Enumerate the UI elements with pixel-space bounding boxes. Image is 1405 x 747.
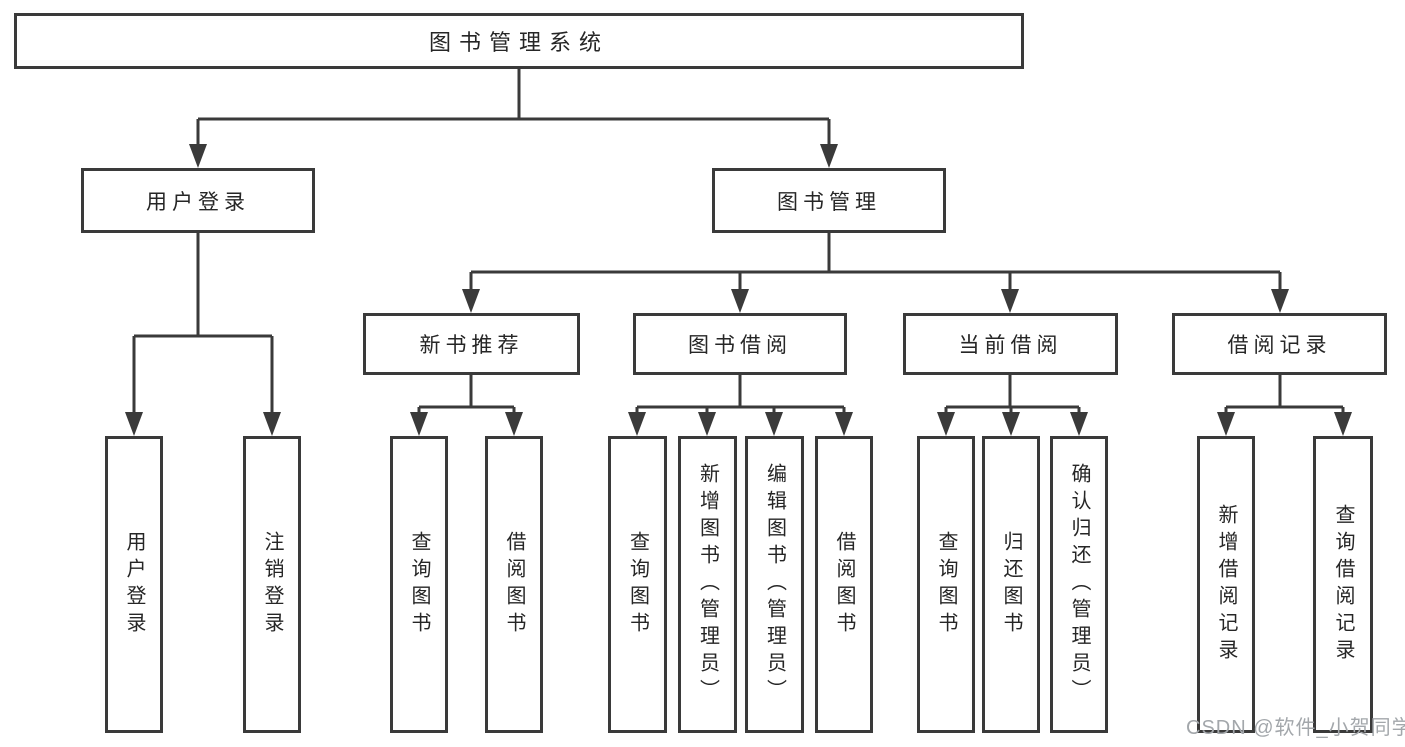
node-new-book-recommend: 新书推荐 (363, 313, 580, 375)
leaf-logout: 注销登录 (243, 436, 301, 733)
arrowhead (1334, 412, 1352, 436)
leaf-new-book-query-label: 查询图书 (408, 530, 430, 639)
node-book-borrow: 图书借阅 (633, 313, 847, 375)
leaf-new-book-borrow-label: 借阅图书 (503, 530, 525, 639)
leaf-confirm-return-admin-label: 确认归还（管理员） (1068, 463, 1090, 706)
node-current-borrow: 当前借阅 (903, 313, 1118, 375)
node-book-management-label: 图书管理 (777, 190, 881, 214)
leaf-edit-book-admin-label: 编辑图书（管理员） (763, 463, 786, 706)
leaf-return-book: 归还图书 (982, 436, 1040, 733)
arrowhead (462, 289, 480, 313)
node-book-management: 图书管理 (712, 168, 946, 233)
arrowhead (263, 412, 281, 436)
connector-user-login-children (125, 233, 281, 436)
node-book-borrow-label: 图书借阅 (688, 334, 792, 357)
leaf-borrow-query-book: 查询图书 (608, 436, 667, 733)
leaf-confirm-return-admin: 确认归还（管理员） (1050, 436, 1108, 733)
leaf-add-book-admin-label: 新增图书（管理员） (696, 463, 719, 706)
leaf-return-book-label: 归还图书 (1000, 530, 1022, 639)
leaf-new-book-query: 查询图书 (390, 436, 448, 733)
arrowhead (937, 412, 955, 436)
node-user-login-label: 用户登录 (146, 190, 250, 214)
leaf-current-query-book-label: 查询图书 (935, 530, 957, 639)
arrowhead (125, 412, 143, 436)
node-new-book-recommend-label: 新书推荐 (419, 334, 524, 357)
node-user-login: 用户登录 (81, 168, 315, 233)
leaf-borrow-book: 借阅图书 (815, 436, 873, 733)
leaf-add-borrow-record: 新增借阅记录 (1197, 436, 1255, 733)
arrowhead (1070, 412, 1088, 436)
leaf-edit-book-admin: 编辑图书（管理员） (745, 436, 804, 733)
leaf-add-book-admin: 新增图书（管理员） (678, 436, 737, 733)
leaf-query-borrow-record: 查询借阅记录 (1313, 436, 1373, 733)
leaf-query-borrow-record-label: 查询借阅记录 (1332, 503, 1354, 666)
leaf-add-borrow-record-label: 新增借阅记录 (1215, 503, 1237, 666)
connector-new-book-children (410, 375, 523, 436)
node-borrow-record: 借阅记录 (1172, 313, 1387, 375)
arrowhead (820, 144, 838, 168)
arrowhead (835, 412, 853, 436)
arrowhead (505, 412, 523, 436)
root-node-library-system: 图书管理系统 (14, 13, 1024, 69)
leaf-user-login-label: 用户登录 (123, 530, 145, 639)
arrowhead (1001, 289, 1019, 313)
leaf-user-login: 用户登录 (105, 436, 163, 733)
node-current-borrow-label: 当前借阅 (958, 334, 1063, 357)
arrowhead (628, 412, 646, 436)
arrowhead (1002, 412, 1020, 436)
arrowhead (731, 289, 749, 313)
connector-book-management-children (462, 233, 1289, 313)
arrowhead (698, 412, 716, 436)
connector-borrow-record-children (1217, 375, 1352, 436)
leaf-logout-label: 注销登录 (261, 530, 283, 639)
arrowhead (189, 144, 207, 168)
arrowhead (1271, 289, 1289, 313)
leaf-new-book-borrow: 借阅图书 (485, 436, 543, 733)
arrowhead (765, 412, 783, 436)
watermark: CSDN @软件_小贺同学 (1186, 717, 1405, 739)
leaf-current-query-book: 查询图书 (917, 436, 975, 733)
connector-root-to-level2 (189, 69, 838, 168)
arrowhead (410, 412, 428, 436)
node-borrow-record-label: 借阅记录 (1227, 334, 1332, 357)
leaf-borrow-query-book-label: 查询图书 (626, 530, 649, 639)
leaf-borrow-book-label: 借阅图书 (833, 530, 855, 639)
root-node-label: 图书管理系统 (428, 30, 609, 55)
arrowhead (1217, 412, 1235, 436)
connector-book-borrow-children (628, 375, 853, 436)
connector-current-borrow-children (937, 375, 1088, 436)
